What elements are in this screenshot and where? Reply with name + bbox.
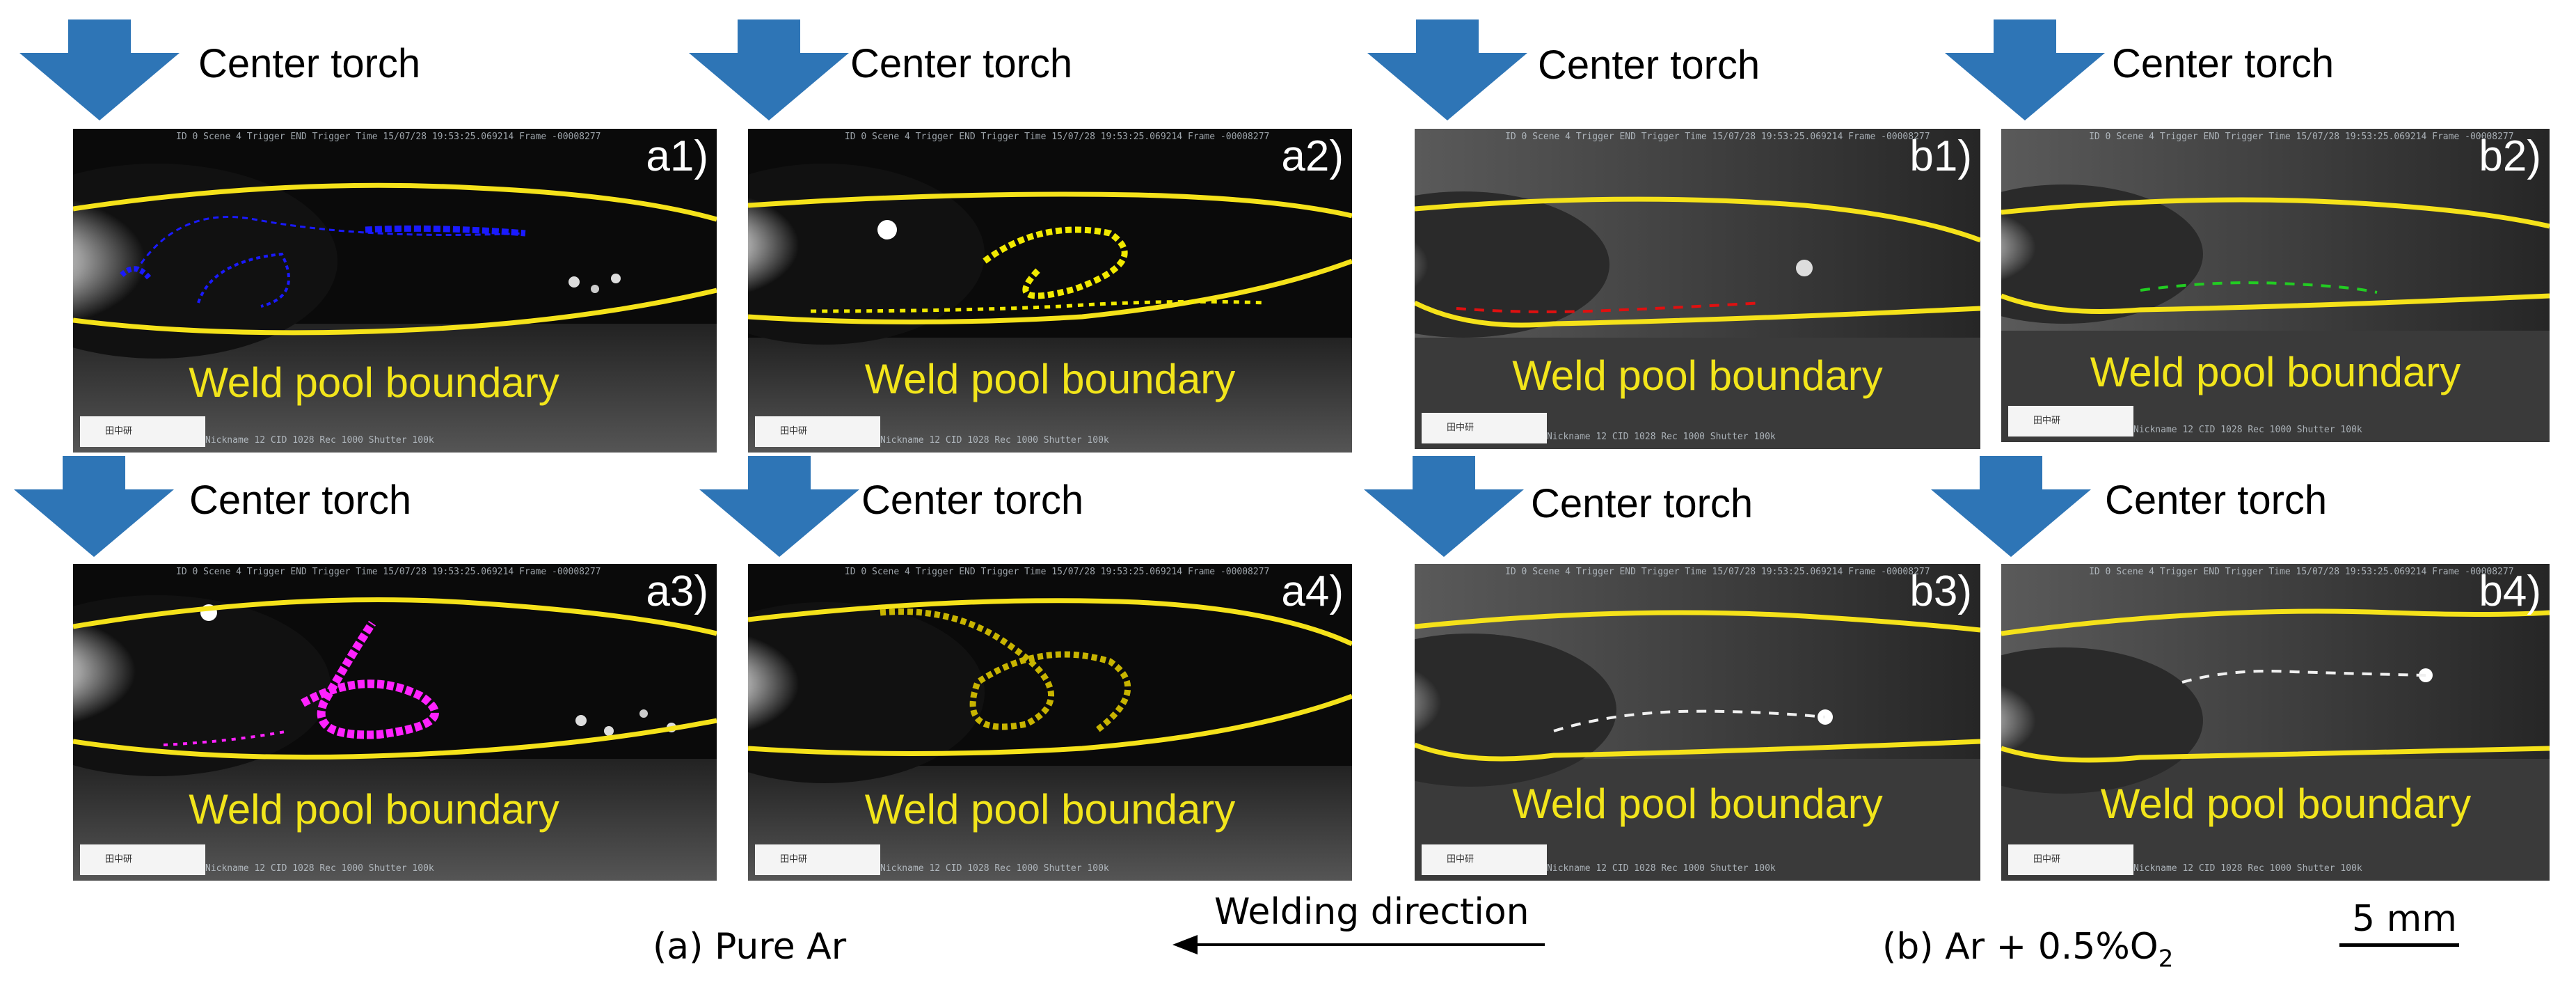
hud-box: 田中研 [755,844,880,875]
pool-boundary-label: Weld pool boundary [2100,780,2472,827]
caption-ar-o2: (b) Ar + 0.5%O2 [1882,926,2173,973]
torch-label: Center torch [198,41,421,86]
welding-direction-arrow-icon [1172,935,1545,954]
panel-id: b3) [1909,567,1972,615]
pool-boundary-label: Weld pool boundary [1512,352,1883,399]
scale-bar-label: 5 mm [2352,898,2457,940]
hud-box: 田中研 [1422,844,1547,875]
caption-pure-ar: (a) Pure Ar [653,926,847,968]
torch-arrow-icon [1931,456,2091,557]
torch-label: Center torch [850,41,1073,86]
hud-bottom-text: Nickname 12 CID 1028 Rec 1000 Shutter 10… [1547,863,1776,874]
hud-box: 田中研 [80,844,205,875]
hud-bottom-text: Nickname 12 CID 1028 Rec 1000 Shutter 10… [1547,432,1776,442]
torch-label: Center torch [2112,41,2335,86]
welding-direction-label: Welding direction [1214,891,1529,933]
hud-bottom-text: Nickname 12 CID 1028 Rec 1000 Shutter 10… [880,435,1109,446]
hud-box: 田中研 [80,416,205,447]
weld-image [73,164,717,453]
torch-arrow-icon [689,19,849,120]
panel-id: a1) [646,132,708,180]
hud-top-text: ID 0 Scene 4 Trigger END Trigger Time 15… [1505,132,1930,142]
hud-box: 田中研 [2008,844,2133,875]
pool-boundary-label: Weld pool boundary [189,359,559,406]
weld-frame-a1: ID 0 Scene 4 Trigger END Trigger Time 15… [73,129,717,453]
hud-box: 田中研 [2008,406,2133,437]
pool-boundary-label: Weld pool boundary [2090,349,2461,395]
panel-id: b1) [1909,132,1972,180]
weld-frame-b1: ID 0 Scene 4 Trigger END Trigger Time 15… [1415,129,1980,449]
weld-frame-b3: ID 0 Scene 4 Trigger END Trigger Time 15… [1415,564,1980,881]
torch-arrow-icon [1945,19,2105,120]
torch-arrow-icon [1364,456,1524,557]
caption-ar-o2-subscript: 2 [2158,945,2174,973]
caption-ar-o2-text: (b) Ar + 0.5%O [1882,926,2158,968]
torch-arrow-icon [1367,19,1527,120]
weld-frame-b2: ID 0 Scene 4 Trigger END Trigger Time 15… [2001,129,2550,442]
hud-box: 田中研 [755,416,880,447]
torch-arrow-icon [19,19,180,120]
weld-frame-a4: ID 0 Scene 4 Trigger END Trigger Time 15… [748,564,1352,881]
hud-top-text: ID 0 Scene 4 Trigger END Trigger Time 15… [176,132,601,142]
hud-bottom-text: Nickname 12 CID 1028 Rec 1000 Shutter 10… [205,863,434,874]
panel-id: a4) [1281,567,1344,615]
hud-bottom-text: Nickname 12 CID 1028 Rec 1000 Shutter 10… [2133,863,2362,874]
panel-id: a3) [646,567,708,615]
pool-boundary-label: Weld pool boundary [864,356,1236,402]
weld-frame-a2: ID 0 Scene 4 Trigger END Trigger Time 15… [748,129,1352,453]
torch-label: Center torch [1538,42,1760,88]
panel-id: b2) [2479,132,2541,180]
panel-id: b4) [2479,567,2541,615]
weld-image [73,595,717,881]
torch-label: Center torch [861,478,1084,523]
weld-image [1415,129,1980,449]
weld-image [2001,564,2550,881]
torch-arrow-icon [699,456,859,557]
pool-boundary-label: Weld pool boundary [864,786,1236,833]
weld-image [2001,129,2550,442]
hud-top-text: ID 0 Scene 4 Trigger END Trigger Time 15… [844,567,1270,577]
torch-label: Center torch [2105,478,2328,523]
hud-bottom-text: Nickname 12 CID 1028 Rec 1000 Shutter 10… [205,435,434,446]
hud-box: 田中研 [1422,413,1547,443]
hud-top-text: ID 0 Scene 4 Trigger END Trigger Time 15… [1505,567,1930,577]
pool-boundary-label: Weld pool boundary [1512,780,1883,827]
weld-frame-a3: ID 0 Scene 4 Trigger END Trigger Time 15… [73,564,717,881]
hud-top-text: ID 0 Scene 4 Trigger END Trigger Time 15… [844,132,1270,142]
panel-id: a2) [1281,132,1344,180]
scale-bar [2339,943,2459,947]
hud-top-text: ID 0 Scene 4 Trigger END Trigger Time 15… [2089,567,2514,577]
pool-boundary-label: Weld pool boundary [189,786,559,833]
weld-frame-b4: ID 0 Scene 4 Trigger END Trigger Time 15… [2001,564,2550,881]
hud-top-text: ID 0 Scene 4 Trigger END Trigger Time 15… [2089,132,2514,142]
torch-arrow-icon [14,456,174,557]
weld-image [748,164,1352,453]
hud-bottom-text: Nickname 12 CID 1028 Rec 1000 Shutter 10… [880,863,1109,874]
hud-bottom-text: Nickname 12 CID 1028 Rec 1000 Shutter 10… [2133,425,2362,435]
torch-label: Center torch [189,478,412,523]
weld-image [1415,564,1980,881]
hud-top-text: ID 0 Scene 4 Trigger END Trigger Time 15… [176,567,601,577]
torch-label: Center torch [1531,481,1754,526]
